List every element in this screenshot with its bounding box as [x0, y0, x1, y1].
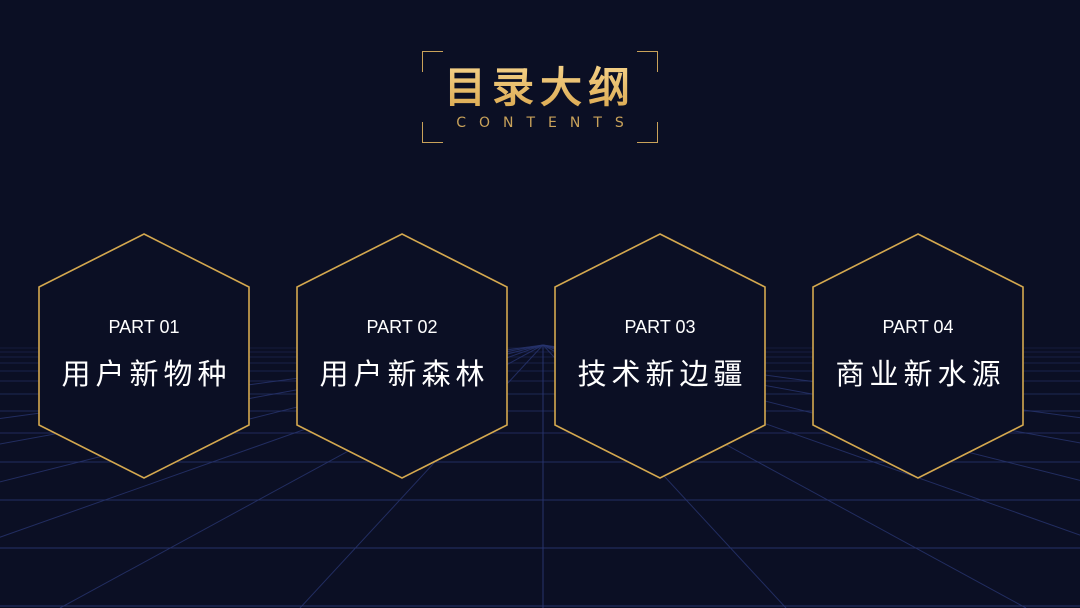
- page-title: 目录大纲: [422, 61, 658, 115]
- part-label: 用户新物种: [61, 357, 232, 391]
- hexagon-frame: [38, 233, 250, 479]
- part-card-04[interactable]: PART 04 商业新水源: [812, 233, 1024, 479]
- frame-corner-bottom-right: [637, 122, 658, 143]
- part-number: PART 03: [624, 317, 696, 337]
- title-frame: 目录大纲 CONTENTS: [422, 51, 658, 143]
- hexagon-frame: [812, 233, 1024, 479]
- part-card-03[interactable]: PART 03 技术新边疆: [554, 233, 766, 479]
- part-label: 技术新边疆: [577, 357, 748, 391]
- part-number: PART 01: [108, 317, 180, 337]
- hexagon-frame: [296, 233, 508, 479]
- part-number: PART 04: [882, 317, 954, 337]
- frame-corner-top-left: [422, 51, 443, 72]
- frame-corner-bottom-left: [422, 122, 443, 143]
- part-label: 商业新水源: [835, 357, 1006, 391]
- part-card-01[interactable]: PART 01 用户新物种: [38, 233, 250, 479]
- page-subtitle: CONTENTS: [456, 115, 637, 131]
- hexagon-frame: [554, 233, 766, 479]
- part-label: 用户新森林: [319, 357, 490, 391]
- part-card-02[interactable]: PART 02 用户新森林: [296, 233, 508, 479]
- part-number: PART 02: [366, 317, 438, 337]
- frame-corner-top-right: [637, 51, 658, 72]
- grid-line: [542, 344, 1080, 444]
